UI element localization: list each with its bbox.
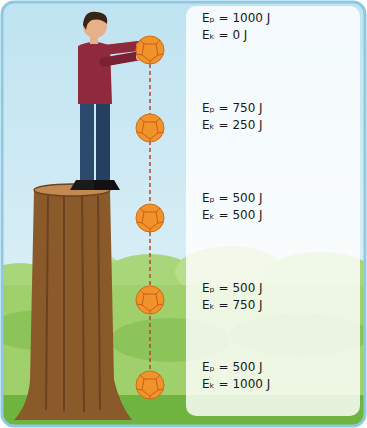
- scene: [2, 2, 365, 426]
- energy-value: Eₖ = 750 J: [202, 297, 352, 314]
- energy-value: Eₚ = 1000 J: [202, 10, 352, 27]
- energy-value: Eₖ = 0 J: [202, 27, 352, 44]
- text-panel: [186, 6, 360, 416]
- energy-value: Eₖ = 500 J: [202, 207, 352, 224]
- tree-stump: [14, 184, 132, 420]
- energy-value: Eₚ = 500 J: [202, 190, 352, 207]
- frame: [2, 2, 365, 426]
- energy-value: Eₚ = 500 J: [202, 280, 352, 297]
- energy-value: Eₖ = 250 J: [202, 117, 352, 134]
- balls: [136, 36, 164, 399]
- boy: [70, 12, 144, 190]
- energy-value: Eₖ = 1000 J: [202, 376, 352, 393]
- energy-value: Eₚ = 500 J: [202, 359, 352, 376]
- energy-value: Eₚ = 750 J: [202, 100, 352, 117]
- label-column: Eₚ = 1000 JEₖ = 0 J Eₚ = 750 JEₖ = 250 J E…: [202, 0, 352, 393]
